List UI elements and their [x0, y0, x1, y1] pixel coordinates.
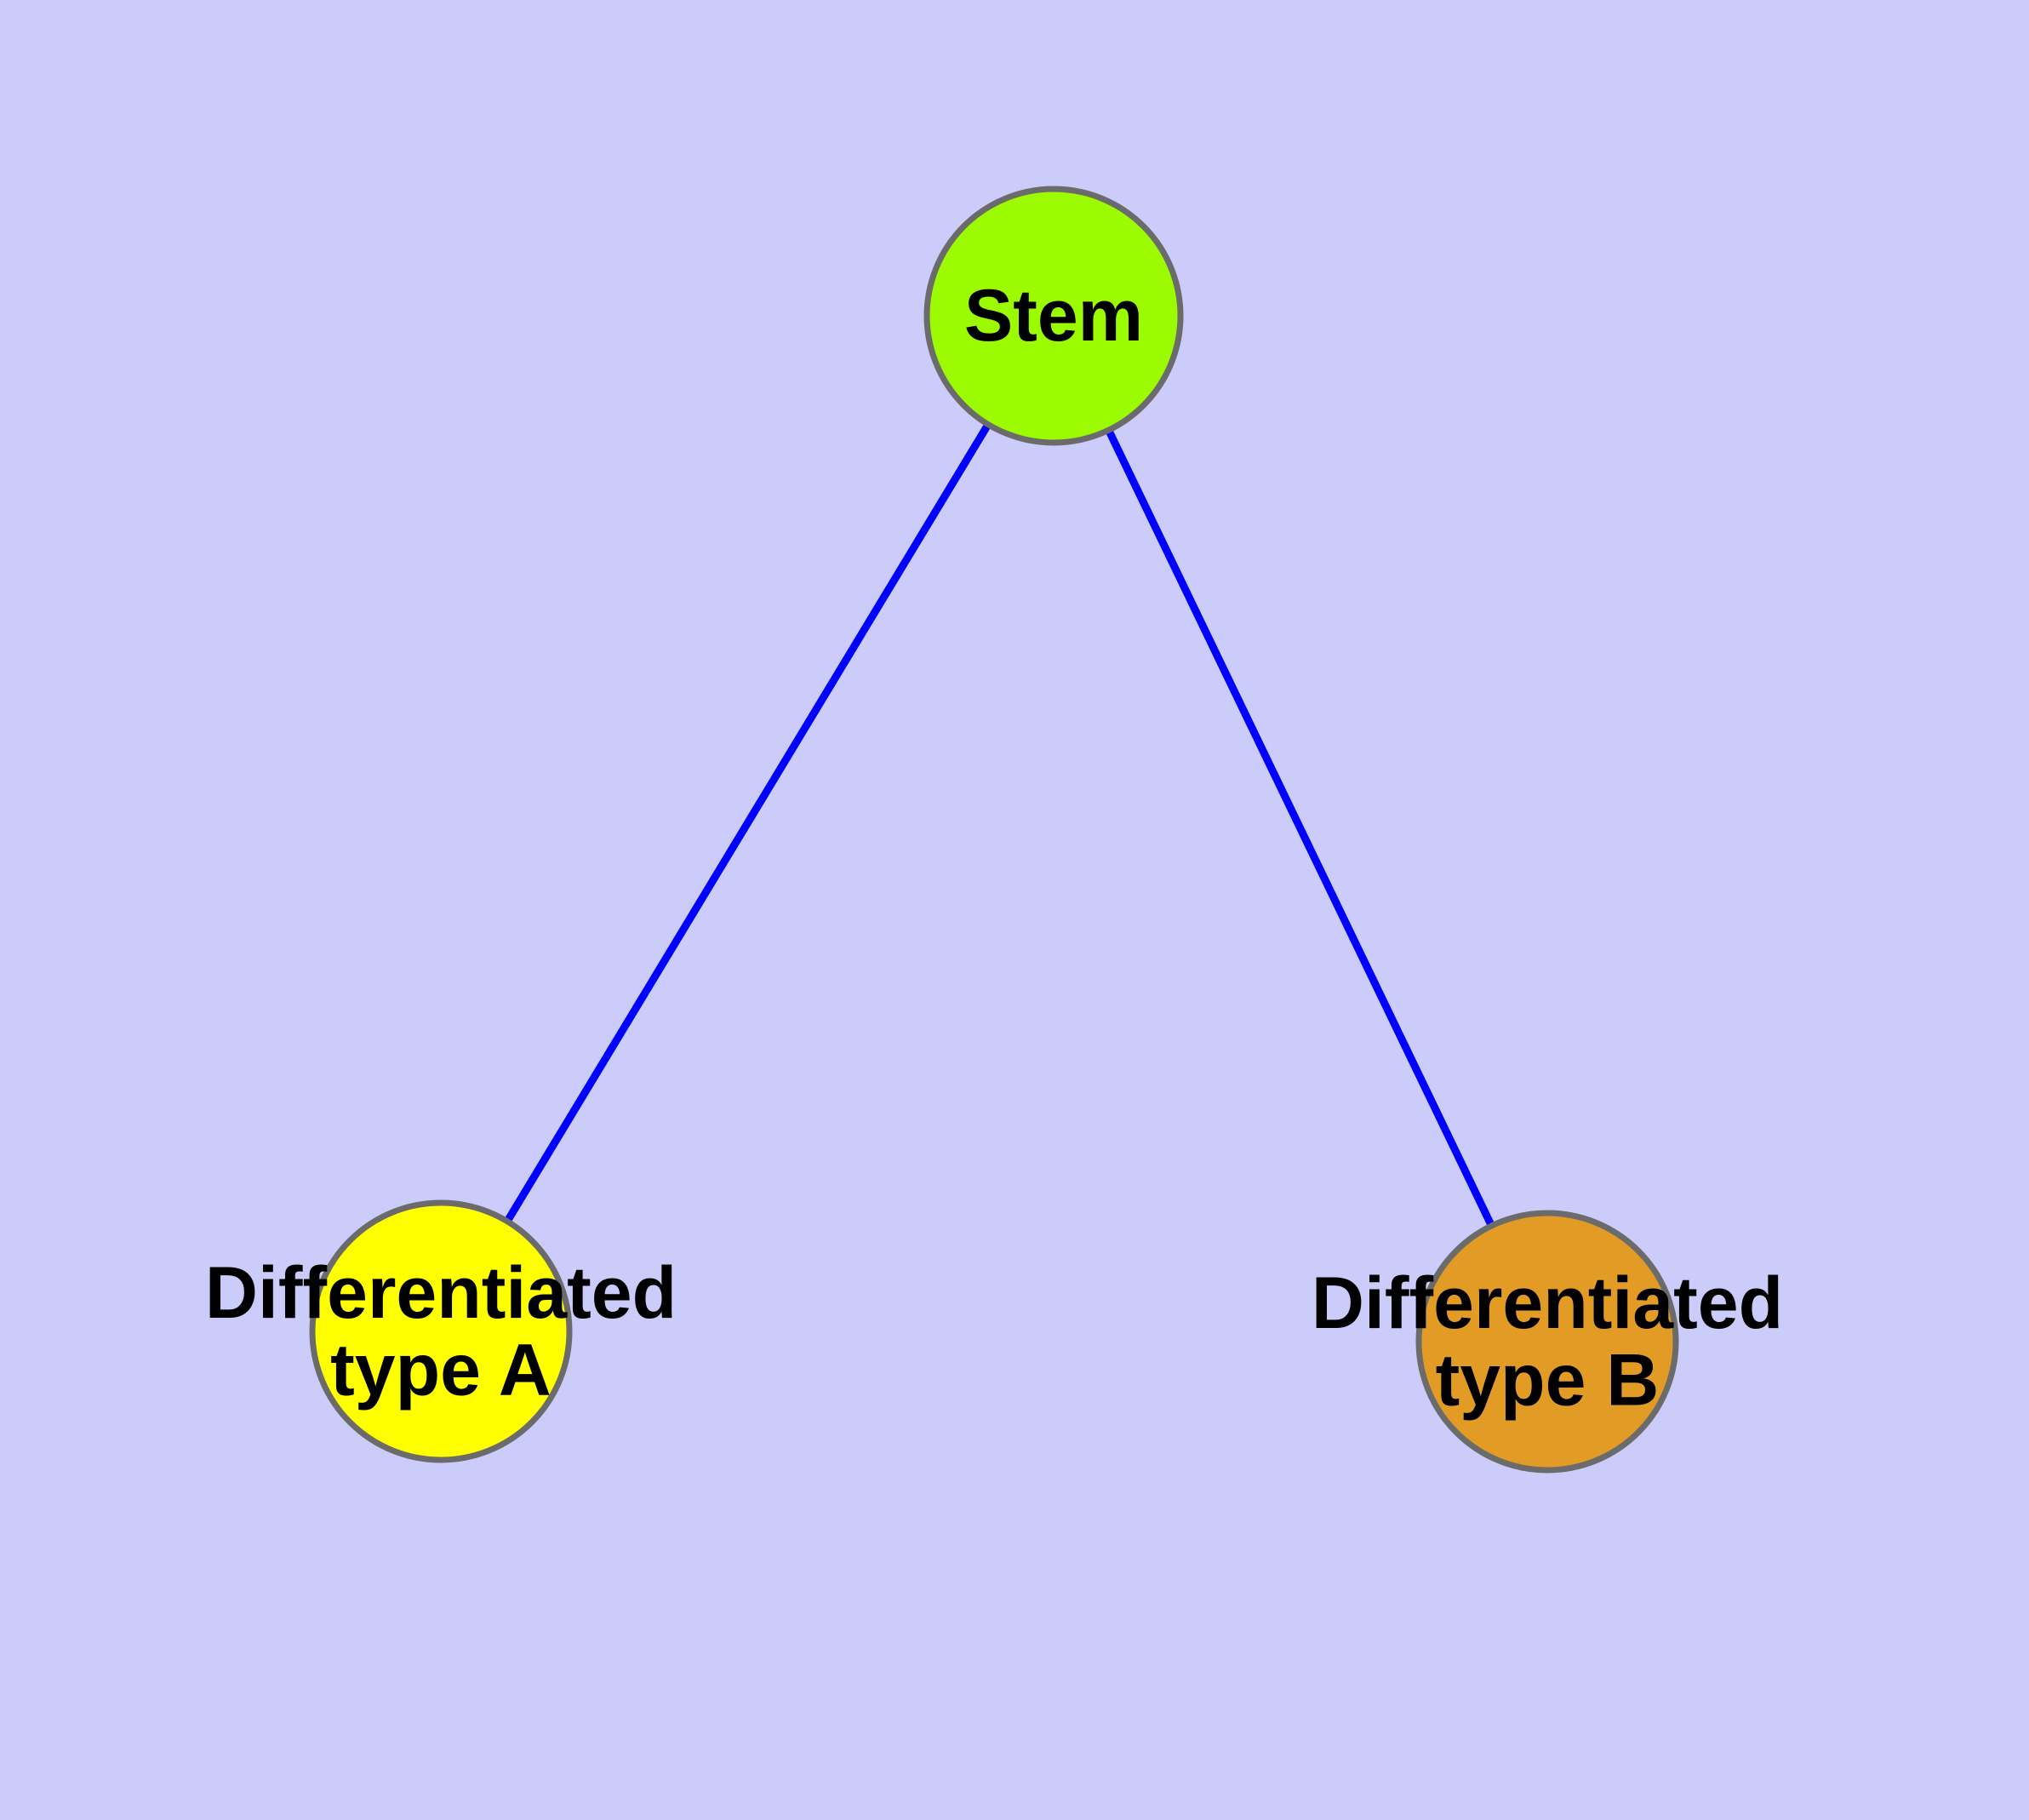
- node-label-line: type B: [1436, 1339, 1660, 1421]
- node-stem[interactable]: [923, 186, 1184, 446]
- nodes-group: [309, 186, 1679, 1474]
- edges-group: [437, 313, 1552, 1343]
- node-diff_b[interactable]: [1415, 1210, 1679, 1474]
- node-label-stem: Stem: [964, 275, 1143, 357]
- node-label-line: Differentiated: [205, 1252, 677, 1334]
- edge-stem-to-diff-a: [437, 313, 1057, 1334]
- edge-stem-to-diff-b: [1049, 314, 1552, 1343]
- node-label-line: Differentiated: [1312, 1262, 1783, 1344]
- node-diff_a[interactable]: [309, 1199, 573, 1463]
- node-label-line: type A: [330, 1329, 552, 1411]
- node-label-line: Stem: [964, 275, 1143, 357]
